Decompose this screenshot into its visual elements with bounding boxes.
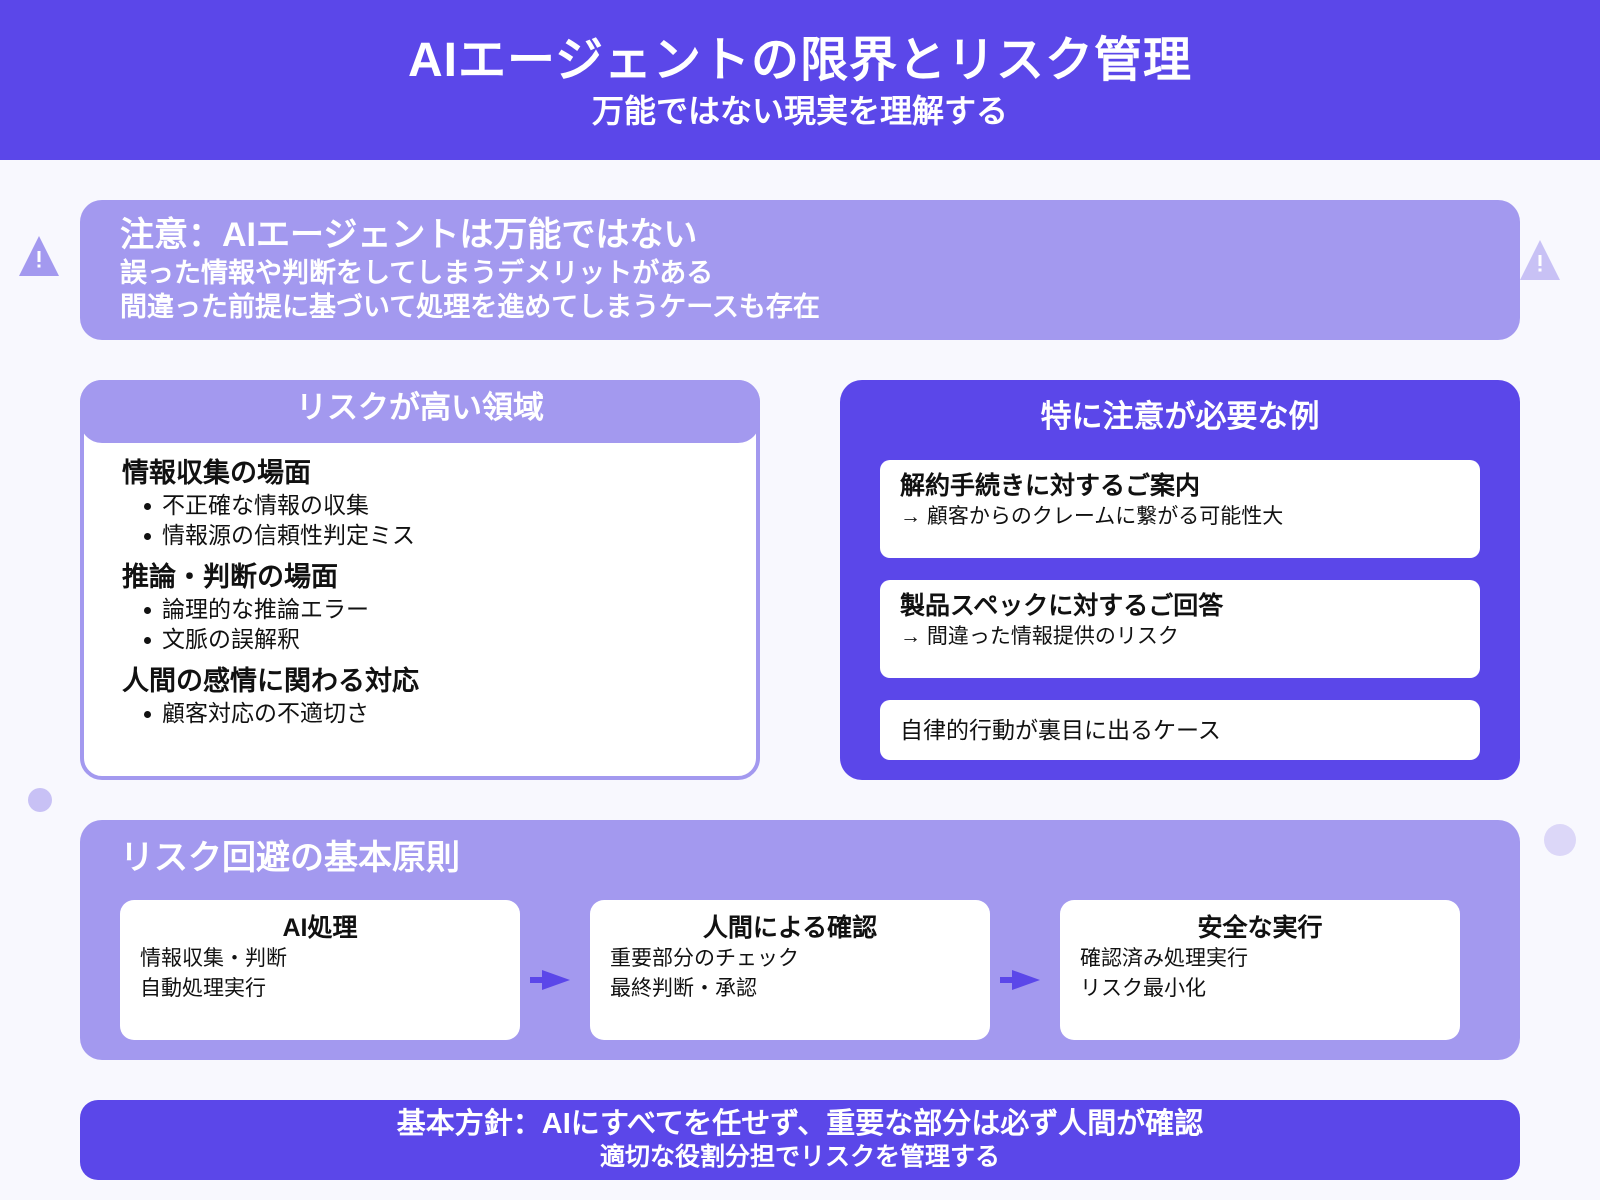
page-subtitle: 万能ではない現実を理解する [591,93,1008,129]
notice-line: 誤った情報や判断をしてしまうデメリットがある [120,258,714,288]
example-card-title: 解約手続きに対するご案内 [900,472,1201,500]
step-title: 人間による確認 [702,914,878,942]
policy-main: 基本方針：AIにすべてを任せず、重要な部分は必ず人間が確認 [396,1108,1204,1140]
example-card-title: 製品スペックに対するご回答 [900,592,1224,620]
decorative-circle [1544,824,1576,856]
notice-line: 間違った前提に基づいて処理を進めてしまうケースも存在 [120,292,820,322]
step-title: AI処理 [282,914,358,942]
example-card-autonomous: 自律的行動が裏目に出るケース [880,700,1480,760]
page-title: AIエージェントの限界とリスク管理 [407,34,1193,87]
step-card-human-review: 人間による確認 重要部分のチェック 最終判断・承認 [590,900,990,1040]
bullet-list: 論理的な推論エラー 文脈の誤解釈 [122,594,736,654]
header-banner: AIエージェントの限界とリスク管理 万能ではない現実を理解する [0,0,1600,160]
example-card-text: 自律的行動が裏目に出るケース [900,717,1221,743]
list-item: 文脈の誤解釈 [144,624,736,654]
section-title: 情報収集の場面 [122,458,311,488]
section-title: 人間の感情に関わる対応 [122,666,419,696]
list-item: 論理的な推論エラー [144,594,736,624]
step-line: 最終判断・承認 [610,977,757,1000]
step-title: 安全な実行 [1197,914,1323,942]
section-title: 推論・判断の場面 [122,562,338,592]
list-item: 情報源の信頼性判定ミス [144,520,736,550]
warning-triangle-icon [1520,240,1560,280]
step-line: 情報収集・判断 [140,947,287,970]
examples-panel: 特に注意が必要な例 解約手続きに対するご案内 → 顧客からのクレームに繋がる可能… [840,380,1520,780]
examples-title: 特に注意が必要な例 [1040,399,1320,434]
arrow-right-icon [1000,970,1040,990]
example-card-desc: → 間違った情報提供のリスク [900,625,1179,648]
risk-section-info-gathering: 情報収集の場面 不正確な情報の収集 情報源の信頼性判定ミス [122,456,736,550]
risk-avoidance-principles: リスク回避の基本原則 AI処理 情報収集・判断 自動処理実行 人間による確認 重… [80,820,1520,1060]
step-card-safe-execution: 安全な実行 確認済み処理実行 リスク最小化 [1060,900,1460,1040]
risk-areas-title: リスクが高い領域 [80,380,760,443]
principles-title: リスク回避の基本原則 [120,839,460,877]
example-card-cancellation: 解約手続きに対するご案内 → 顧客からのクレームに繋がる可能性大 [880,460,1480,558]
step-line: リスク最小化 [1080,977,1206,1000]
policy-sub: 適切な役割分担でリスクを管理する [599,1143,1000,1171]
example-card-specs: 製品スペックに対するご回答 → 間違った情報提供のリスク [880,580,1480,678]
notice-title: 注意：AIエージェントは万能ではない [120,216,698,254]
arrow-right-icon [530,970,570,990]
example-card-desc: → 顧客からのクレームに繋がる可能性大 [900,505,1284,528]
list-item: 不正確な情報の収集 [144,490,736,520]
basic-policy-banner: 基本方針：AIにすべてを任せず、重要な部分は必ず人間が確認 適切な役割分担でリス… [80,1100,1520,1180]
risk-areas-panel: リスクが高い領域 情報収集の場面 不正確な情報の収集 情報源の信頼性判定ミス 推… [80,380,760,780]
bullet-list: 不正確な情報の収集 情報源の信頼性判定ミス [122,490,736,550]
risk-section-emotions: 人間の感情に関わる対応 顧客対応の不適切さ [122,664,736,728]
risk-areas-body: 情報収集の場面 不正確な情報の収集 情報源の信頼性判定ミス 推論・判断の場面 論… [122,456,736,738]
warning-triangle-icon [19,236,59,276]
step-line: 重要部分のチェック [610,947,799,970]
decorative-circle [28,788,52,812]
bullet-list: 顧客対応の不適切さ [122,698,736,728]
step-line: 確認済み処理実行 [1080,947,1248,970]
warning-notice: 注意：AIエージェントは万能ではない 誤った情報や判断をしてしまうデメリットがあ… [80,200,1520,340]
list-item: 顧客対応の不適切さ [144,698,736,728]
risk-section-reasoning: 推論・判断の場面 論理的な推論エラー 文脈の誤解釈 [122,560,736,654]
step-line: 自動処理実行 [140,977,266,1000]
step-card-ai-processing: AI処理 情報収集・判断 自動処理実行 [120,900,520,1040]
